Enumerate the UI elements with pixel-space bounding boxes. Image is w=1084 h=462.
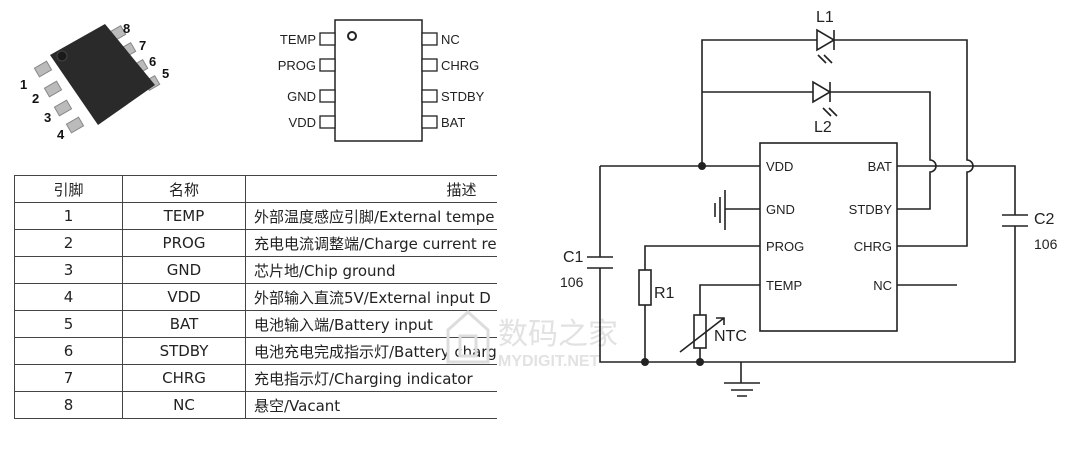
junction-dot (698, 162, 706, 170)
ic-pin-bat: BAT (868, 159, 892, 174)
pinout-label-stdby: STDBY (441, 89, 485, 104)
cell-desc: 悬空/Vacant (245, 391, 497, 419)
chip-lead (65, 116, 85, 134)
wire-prog (644, 245, 760, 362)
chip-lead (43, 80, 63, 98)
pinout-label-prog: PROG (278, 58, 316, 73)
label-l2: L2 (814, 119, 832, 136)
header-name: 名称 (122, 175, 246, 203)
label-r1: R1 (654, 285, 675, 302)
wire-bat (599, 165, 1016, 363)
ic-pin-chrg: CHRG (854, 239, 892, 254)
cell-name: NC (122, 391, 246, 419)
chip-lead (53, 99, 73, 117)
cell-pin: 4 (14, 283, 123, 311)
label-c1: C1 (563, 249, 584, 266)
value-c1: 106 (560, 274, 584, 290)
pinout-label-gnd: GND (287, 89, 316, 104)
wire-temp (699, 284, 760, 362)
cell-pin: 7 (14, 364, 123, 392)
capacitor-c1 (587, 256, 613, 269)
watermark-en: MYDIGIT.NET (498, 353, 600, 370)
cell-name: BAT (122, 310, 246, 338)
ic-pin-nc: NC (873, 278, 892, 293)
table-header-row: 引脚 名称 描述 (14, 175, 497, 203)
header-pin: 引脚 (14, 175, 123, 203)
pin1-marker (347, 31, 357, 41)
wire-led-anodes (701, 39, 817, 166)
ic-pin-prog: PROG (766, 239, 804, 254)
cell-name: PROG (122, 229, 246, 257)
pin-number: 6 (149, 54, 156, 69)
watermark: 数码之家 MYDIGIT.NET (446, 309, 618, 370)
cell-pin: 5 (14, 310, 123, 338)
ic-pin-gnd: GND (766, 202, 795, 217)
pinout-label-vdd: VDD (289, 115, 316, 130)
cell-desc: 电池充电完成指示灯/Battery charg (245, 337, 497, 365)
label-c2: C2 (1034, 211, 1055, 228)
cell-pin: 8 (14, 391, 123, 419)
pinout-label-nc: NC (441, 32, 460, 47)
resistor-r1 (638, 269, 652, 306)
header-description: 描述 (245, 175, 497, 203)
pinout-label-temp: TEMP (280, 32, 316, 47)
led-l2-icon (812, 80, 832, 104)
label-l1: L1 (816, 9, 834, 26)
value-c2: 106 (1034, 236, 1058, 252)
ic-pin-vdd: VDD (766, 159, 793, 174)
cell-desc: 外部温度感应引脚/External tempe (245, 202, 497, 230)
pin-number: 8 (123, 21, 130, 36)
pin-number: 4 (57, 127, 65, 142)
chip-lead (33, 60, 53, 78)
cell-desc: 芯片地/Chip ground (245, 256, 497, 284)
ground-symbol-icon (714, 190, 726, 230)
watermark-logo-icon (446, 309, 490, 364)
wire-l2-cathode (830, 91, 937, 210)
pin-number: 1 (20, 77, 27, 92)
pin-number: 5 (162, 66, 169, 81)
led-l1-icon (816, 28, 836, 52)
chip-body (50, 24, 155, 125)
capacitor-c2 (1002, 214, 1028, 227)
chip-dot (56, 50, 68, 62)
thermistor-arrow (679, 317, 725, 353)
thermistor-ntc (693, 314, 707, 349)
junction-dot (696, 358, 704, 366)
ic-body (759, 142, 898, 332)
chip-photo: 1 2 3 4 5 6 7 8 (20, 21, 169, 142)
junction-dot (641, 358, 649, 366)
ic-pin-stdby: STDBY (849, 202, 893, 217)
pin-number: 7 (139, 38, 146, 53)
pin-number: 2 (32, 91, 39, 106)
cell-name: TEMP (122, 202, 246, 230)
pinout-label-bat: BAT (441, 115, 465, 130)
pin-number: 3 (44, 110, 51, 125)
ic-pin-temp: TEMP (766, 278, 802, 293)
light-rays-icon (817, 54, 838, 117)
ground-symbol-icon (724, 362, 760, 397)
pinout-diagram: TEMP PROG GND VDD NC CHRG STDBY BAT (278, 19, 485, 142)
cell-name: GND (122, 256, 246, 284)
pinout-label-chrg: CHRG (441, 58, 479, 73)
watermark-cn: 数码之家 (498, 318, 618, 351)
label-ntc: NTC (714, 328, 747, 345)
